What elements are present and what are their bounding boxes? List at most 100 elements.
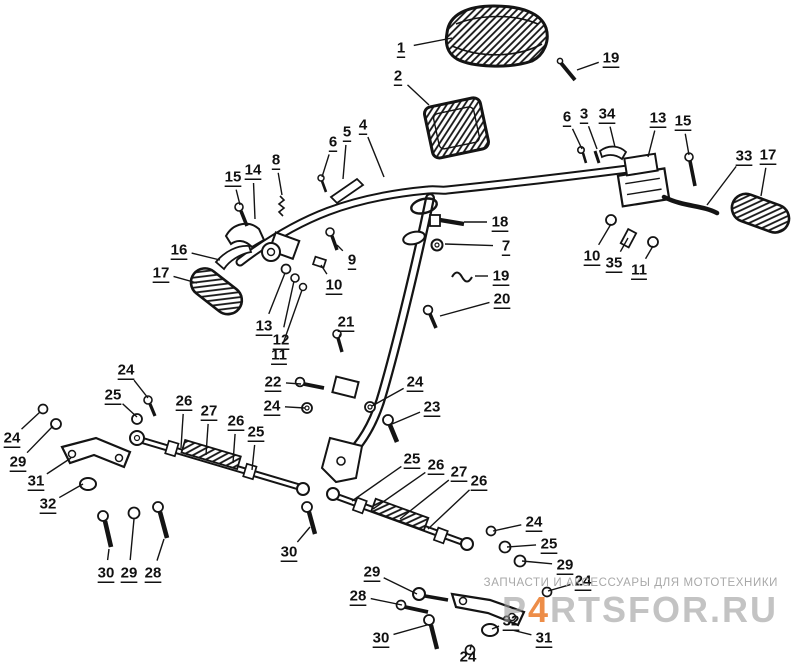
leader-line-8-15	[277, 172, 283, 196]
leader-line-23-34	[391, 411, 421, 425]
leader-line-11-29	[282, 289, 303, 343]
part-number-8-15: 8	[272, 152, 280, 169]
part-number-10-23: 10	[326, 277, 343, 294]
leader-line-24-32	[284, 406, 306, 409]
part-number-30-59: 30	[373, 630, 390, 647]
leader-line-10-24	[598, 223, 612, 246]
part-number-13-27: 13	[256, 318, 273, 335]
choke-lever-5	[329, 177, 365, 205]
leader-line-28-57	[370, 597, 403, 606]
leader-line-7-17	[444, 243, 494, 247]
leader-line-32-44	[58, 483, 84, 499]
part-number-24-41: 24	[4, 430, 21, 447]
leader-line-9-22	[336, 244, 344, 252]
leader-line-2-2	[407, 84, 430, 106]
part-number-32-60: 32	[503, 613, 520, 630]
leader-line-30-52	[296, 526, 311, 543]
leader-line-6-3	[571, 128, 583, 150]
steering-arm-left	[37, 403, 170, 548]
part-number-26-51: 26	[471, 473, 488, 490]
part-number-24-35: 24	[118, 362, 135, 379]
part-number-10-24: 10	[584, 248, 601, 265]
part-number-24-32: 24	[264, 398, 281, 415]
part-number-17-21: 17	[153, 265, 170, 282]
leader-line-31-43	[46, 457, 72, 475]
part-number-28-57: 28	[350, 588, 367, 605]
handlebar-tube	[235, 164, 633, 267]
lever-16	[214, 245, 253, 271]
leader-line-26-49	[372, 471, 426, 510]
leader-line-16-20	[191, 252, 221, 261]
part-number-26-37: 26	[176, 393, 193, 410]
leader-line-20-19	[439, 301, 490, 317]
leader-line-30-59	[393, 624, 428, 636]
leader-line-24-41	[21, 411, 41, 430]
leader-line-24-62	[469, 644, 473, 651]
part-number-14-14: 14	[245, 162, 262, 179]
leader-line-6-10	[321, 154, 330, 178]
leader-line-11-26	[644, 245, 654, 260]
leader-line-29-55	[521, 560, 553, 565]
leader-line-14-14	[252, 182, 256, 220]
leader-line-29-56	[383, 577, 418, 595]
part-number-33-8: 33	[736, 148, 753, 165]
part-number-15-13: 15	[225, 169, 242, 186]
part-number-29-55: 29	[557, 557, 574, 574]
leader-line-24-58	[547, 583, 571, 592]
leader-line-30-45	[106, 548, 110, 561]
cotter-pin-19	[451, 271, 473, 283]
part-number-35-25: 35	[606, 255, 623, 272]
leader-line-34-5	[609, 126, 616, 148]
part-number-30-45: 30	[98, 565, 115, 582]
part-number-1-0: 1	[397, 40, 405, 57]
part-number-2-2: 2	[394, 68, 402, 85]
leader-line-15-7	[684, 133, 690, 156]
part-number-24-33: 24	[407, 374, 424, 391]
part-number-19-1: 19	[603, 50, 620, 67]
leader-line-26-37	[180, 413, 184, 449]
part-number-9-22: 9	[348, 252, 356, 269]
leader-line-28-47	[156, 538, 165, 561]
part-number-15-7: 15	[675, 113, 692, 130]
part-number-16-20: 16	[171, 242, 188, 259]
part-number-17-9: 17	[760, 147, 777, 164]
leader-line-12-28	[283, 280, 295, 328]
part-number-3-4: 3	[580, 106, 588, 123]
leader-line-26-39	[232, 433, 236, 464]
part-number-23-34: 23	[424, 399, 441, 416]
leader-line-32-60	[491, 625, 500, 630]
column-lower-bracket	[320, 375, 364, 484]
left-control-assembly	[214, 195, 301, 271]
part-number-27-38: 27	[201, 403, 218, 420]
part-number-6-10: 6	[329, 134, 337, 151]
leader-line-25-48	[351, 465, 402, 502]
leader-line-22-31	[285, 382, 302, 385]
part-number-24-58: 24	[575, 573, 592, 590]
leader-line-17-21	[173, 275, 198, 284]
brake-lever-33	[661, 194, 720, 216]
part-number-29-46: 29	[121, 565, 138, 582]
part-number-11-26: 11	[631, 262, 647, 279]
leader-line-33-8	[706, 165, 737, 206]
leader-line-35-25	[619, 237, 629, 252]
leader-line-10-23	[320, 264, 328, 275]
part-number-34-5: 34	[599, 106, 616, 123]
part-number-26-49: 26	[428, 457, 445, 474]
leader-line-27-50	[399, 479, 450, 520]
part-number-5-11: 5	[343, 124, 351, 141]
leader-line-21-30	[338, 333, 342, 338]
leader-line-25-54	[506, 544, 537, 548]
leader-line-24-35	[133, 379, 149, 399]
left-grip	[189, 267, 244, 316]
part-number-6-3: 6	[563, 109, 571, 126]
leader-line-25-40	[251, 444, 256, 471]
part-number-25-54: 25	[541, 536, 558, 553]
leader-line-19-1	[576, 61, 599, 71]
part-number-29-56: 29	[364, 564, 381, 581]
part-number-25-40: 25	[248, 424, 265, 441]
part-number-24-53: 24	[526, 514, 543, 531]
steering-arm-right	[395, 525, 553, 656]
part-number-13-6: 13	[650, 110, 667, 127]
